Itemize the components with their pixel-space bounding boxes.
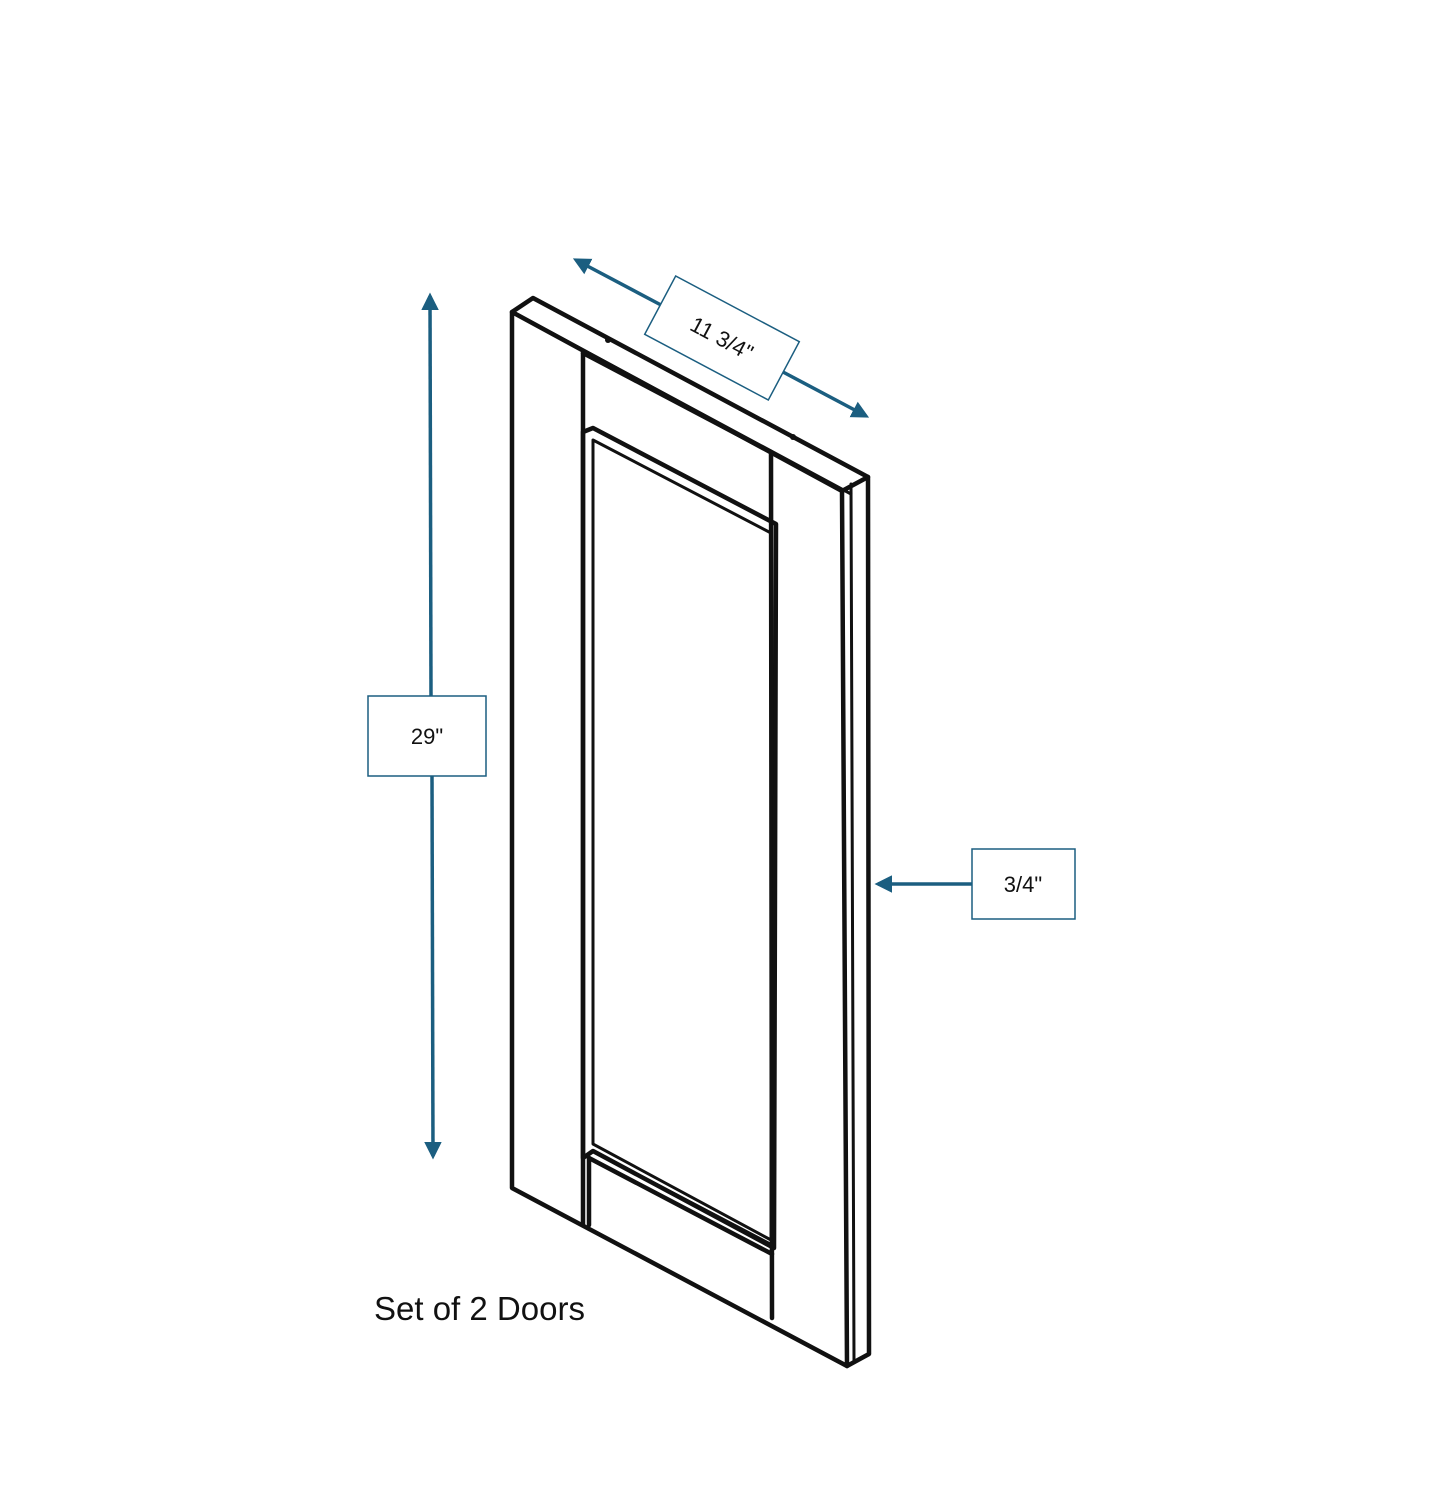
- door-panel-inner: [591, 438, 773, 1242]
- height-dimension: 29": [367, 292, 487, 1160]
- height-arrow-top: [421, 292, 439, 697]
- width-arrow-left: [572, 258, 662, 307]
- door-bottom-rail-bevel: [591, 1149, 776, 1248]
- thickness-label-box: [971, 848, 1076, 920]
- door-top-notch-left: [605, 337, 611, 343]
- thickness-dimension: 3/4": [874, 848, 1076, 920]
- caption: Set of 2 Doors: [374, 1290, 585, 1327]
- door-top-rail: [580, 350, 774, 455]
- door-panel-outer: [580, 425, 779, 1251]
- thickness-label: 3/4": [1004, 872, 1042, 897]
- width-dimension: 11 3/4": [572, 258, 870, 418]
- height-arrow-bottom: [424, 775, 442, 1160]
- door-top-notch-right: [790, 434, 796, 440]
- height-label-box: [367, 695, 487, 777]
- cabinet-door: [509, 295, 872, 1369]
- door-bottom-rail: [586, 1155, 775, 1257]
- width-label-box: [643, 274, 801, 402]
- door-edge-bevel: [849, 482, 856, 1364]
- door-top-edge: [509, 295, 871, 494]
- width-arrow-right: [782, 370, 870, 418]
- height-label: 29": [411, 724, 443, 749]
